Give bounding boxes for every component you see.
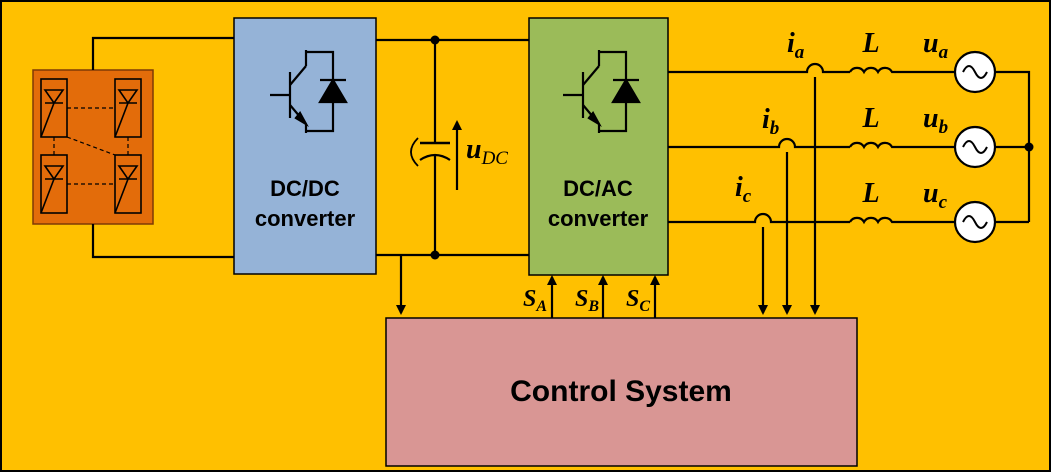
igbt-diode-icon xyxy=(563,50,641,133)
current-label-c: ic xyxy=(735,172,752,207)
inductor-label-a: L xyxy=(861,28,879,59)
ac-source-a-icon xyxy=(953,50,997,94)
igbt-diode-icon xyxy=(270,50,348,133)
control-system-label: Control System xyxy=(510,375,732,408)
dcac-label-line2: converter xyxy=(548,206,649,231)
phase-a-line xyxy=(668,62,1031,222)
grid-voltage-label-c: uc xyxy=(923,178,948,213)
pv-positive-wire xyxy=(91,36,234,70)
grid-voltage-label-a: ua xyxy=(923,28,949,63)
current-label-a: ia xyxy=(787,28,805,63)
dcdc-label-line2: converter xyxy=(255,206,356,231)
dcac-label-line1: DC/AC xyxy=(563,176,633,201)
ac-source-b-icon xyxy=(953,125,997,169)
switch-signal-label-b: SB xyxy=(575,286,599,315)
switch-signal-label-c: SC xyxy=(626,286,650,315)
pv-array-icon xyxy=(32,69,154,225)
switch-signal-label-a: SA xyxy=(523,286,547,315)
inductor-label-b: L xyxy=(861,103,879,134)
inductor-label-c: L xyxy=(861,178,879,209)
phase-b-line xyxy=(668,137,1029,150)
dc-link-capacitor xyxy=(410,40,451,255)
current-label-b: ib xyxy=(762,104,779,139)
grid-voltage-label-b: ub xyxy=(923,103,948,138)
phase-c-line xyxy=(668,212,1029,225)
dcdc-label-line1: DC/DC xyxy=(270,176,340,201)
neutral-junction-dot xyxy=(1024,142,1034,152)
pv-negative-wire xyxy=(91,224,234,259)
control-system-block xyxy=(385,317,858,467)
udc-label: uDC xyxy=(466,134,508,169)
ac-source-c-icon xyxy=(953,200,997,244)
